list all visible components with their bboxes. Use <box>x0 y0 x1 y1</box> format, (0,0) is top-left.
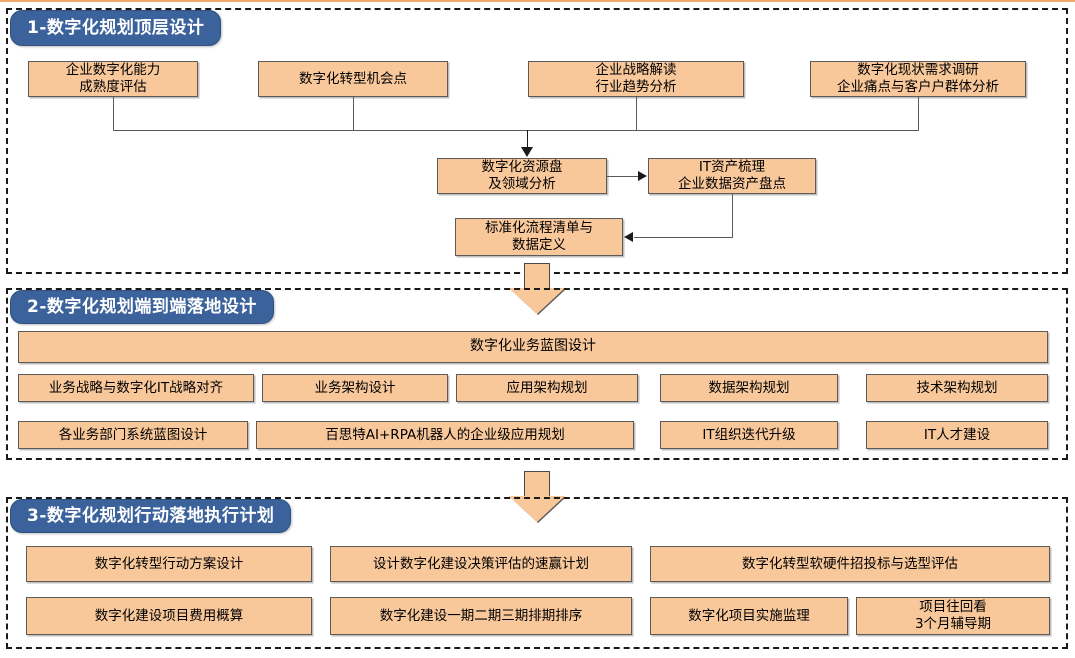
page-footer-cutoff <box>0 646 1075 658</box>
s1-box-resource-inventory[interactable]: 数字化资源盘 及领域分析 <box>437 158 607 194</box>
s3-box-review-coaching[interactable]: 项目往回看 3个月辅导期 <box>856 597 1050 635</box>
s1-connector-v4 <box>918 97 919 130</box>
section-2-frame <box>6 288 1068 460</box>
s1-box-standard-process-list[interactable]: 标准化流程清单与 数据定义 <box>455 218 623 256</box>
s3-box-hardware-software-bidding[interactable]: 数字化转型软硬件招投标与选型评估 <box>650 546 1050 582</box>
s3-box-action-plan-design[interactable]: 数字化转型行动方案设计 <box>26 546 312 582</box>
s3-box-phase-scheduling[interactable]: 数字化建设一期二期三期排期排序 <box>330 597 632 635</box>
s1-box-capability-maturity[interactable]: 企业数字化能力 成熟度评估 <box>28 61 198 97</box>
s1-connector-v3 <box>636 97 637 130</box>
s1-connector-bus <box>113 130 919 131</box>
s2-banner-business-blueprint[interactable]: 数字化业务蓝图设计 <box>18 331 1048 363</box>
section-3-frame <box>6 497 1068 649</box>
s1-box-current-state-research[interactable]: 数字化现状需求调研 企业痛点与客户户群体分析 <box>810 61 1026 97</box>
s2-box-strategy-alignment[interactable]: 业务战略与数字化IT战略对齐 <box>18 374 254 402</box>
s1-box-strategy-interpretation[interactable]: 企业战略解读 行业趋势分析 <box>528 61 744 97</box>
s1-arrowhead-left <box>624 232 633 242</box>
arrow-section1-to-section2 <box>509 263 565 315</box>
s1-box-it-asset-review[interactable]: IT资产梳理 企业数据资产盘点 <box>648 158 816 194</box>
arrow-head <box>509 496 565 522</box>
s2-box-application-architecture[interactable]: 应用架构规划 <box>456 374 638 402</box>
s1-arrowhead-down <box>521 147 533 157</box>
section-3-header: 3-数字化规划行动落地执行计划 <box>10 499 292 533</box>
s2-box-technology-architecture[interactable]: 技术架构规划 <box>866 374 1048 402</box>
s1-arrow-resource-to-asset-line <box>607 176 639 177</box>
s1-arrowhead-right <box>638 171 647 181</box>
s1-box-transformation-opportunity[interactable]: 数字化转型机会点 <box>258 61 448 97</box>
section-1-header: 1-数字化规划顶层设计 <box>10 10 222 46</box>
s3-box-project-supervision[interactable]: 数字化项目实施监理 <box>650 597 848 635</box>
s3-box-quick-win-plan[interactable]: 设计数字化建设决策评估的速赢计划 <box>330 546 632 582</box>
s2-box-it-talent[interactable]: IT人才建设 <box>866 421 1048 449</box>
s1-arrow-asset-to-process-h <box>634 237 733 238</box>
s2-box-it-org-upgrade[interactable]: IT组织迭代升级 <box>660 421 838 449</box>
s2-box-department-blueprint[interactable]: 各业务部门系统蓝图设计 <box>18 421 248 449</box>
s2-box-data-architecture[interactable]: 数据架构规划 <box>660 374 838 402</box>
s3-box-project-budget[interactable]: 数字化建设项目费用概算 <box>26 597 312 635</box>
arrow-shaft <box>524 263 550 289</box>
s1-connector-v1 <box>113 97 114 130</box>
s1-connector-drop <box>527 130 528 150</box>
arrow-shaft <box>524 471 550 497</box>
s1-arrow-asset-to-process-v <box>732 194 733 237</box>
top-divider-rule <box>0 0 1075 2</box>
arrow-head <box>509 288 565 314</box>
section-2-header: 2-数字化规划端到端落地设计 <box>10 290 274 324</box>
s2-box-ai-rpa-application[interactable]: 百思特AI+RPA机器人的企业级应用规划 <box>256 421 634 449</box>
s2-box-business-architecture[interactable]: 业务架构设计 <box>262 374 448 402</box>
arrow-section2-to-section3 <box>509 471 565 523</box>
s1-connector-v2 <box>353 97 354 130</box>
